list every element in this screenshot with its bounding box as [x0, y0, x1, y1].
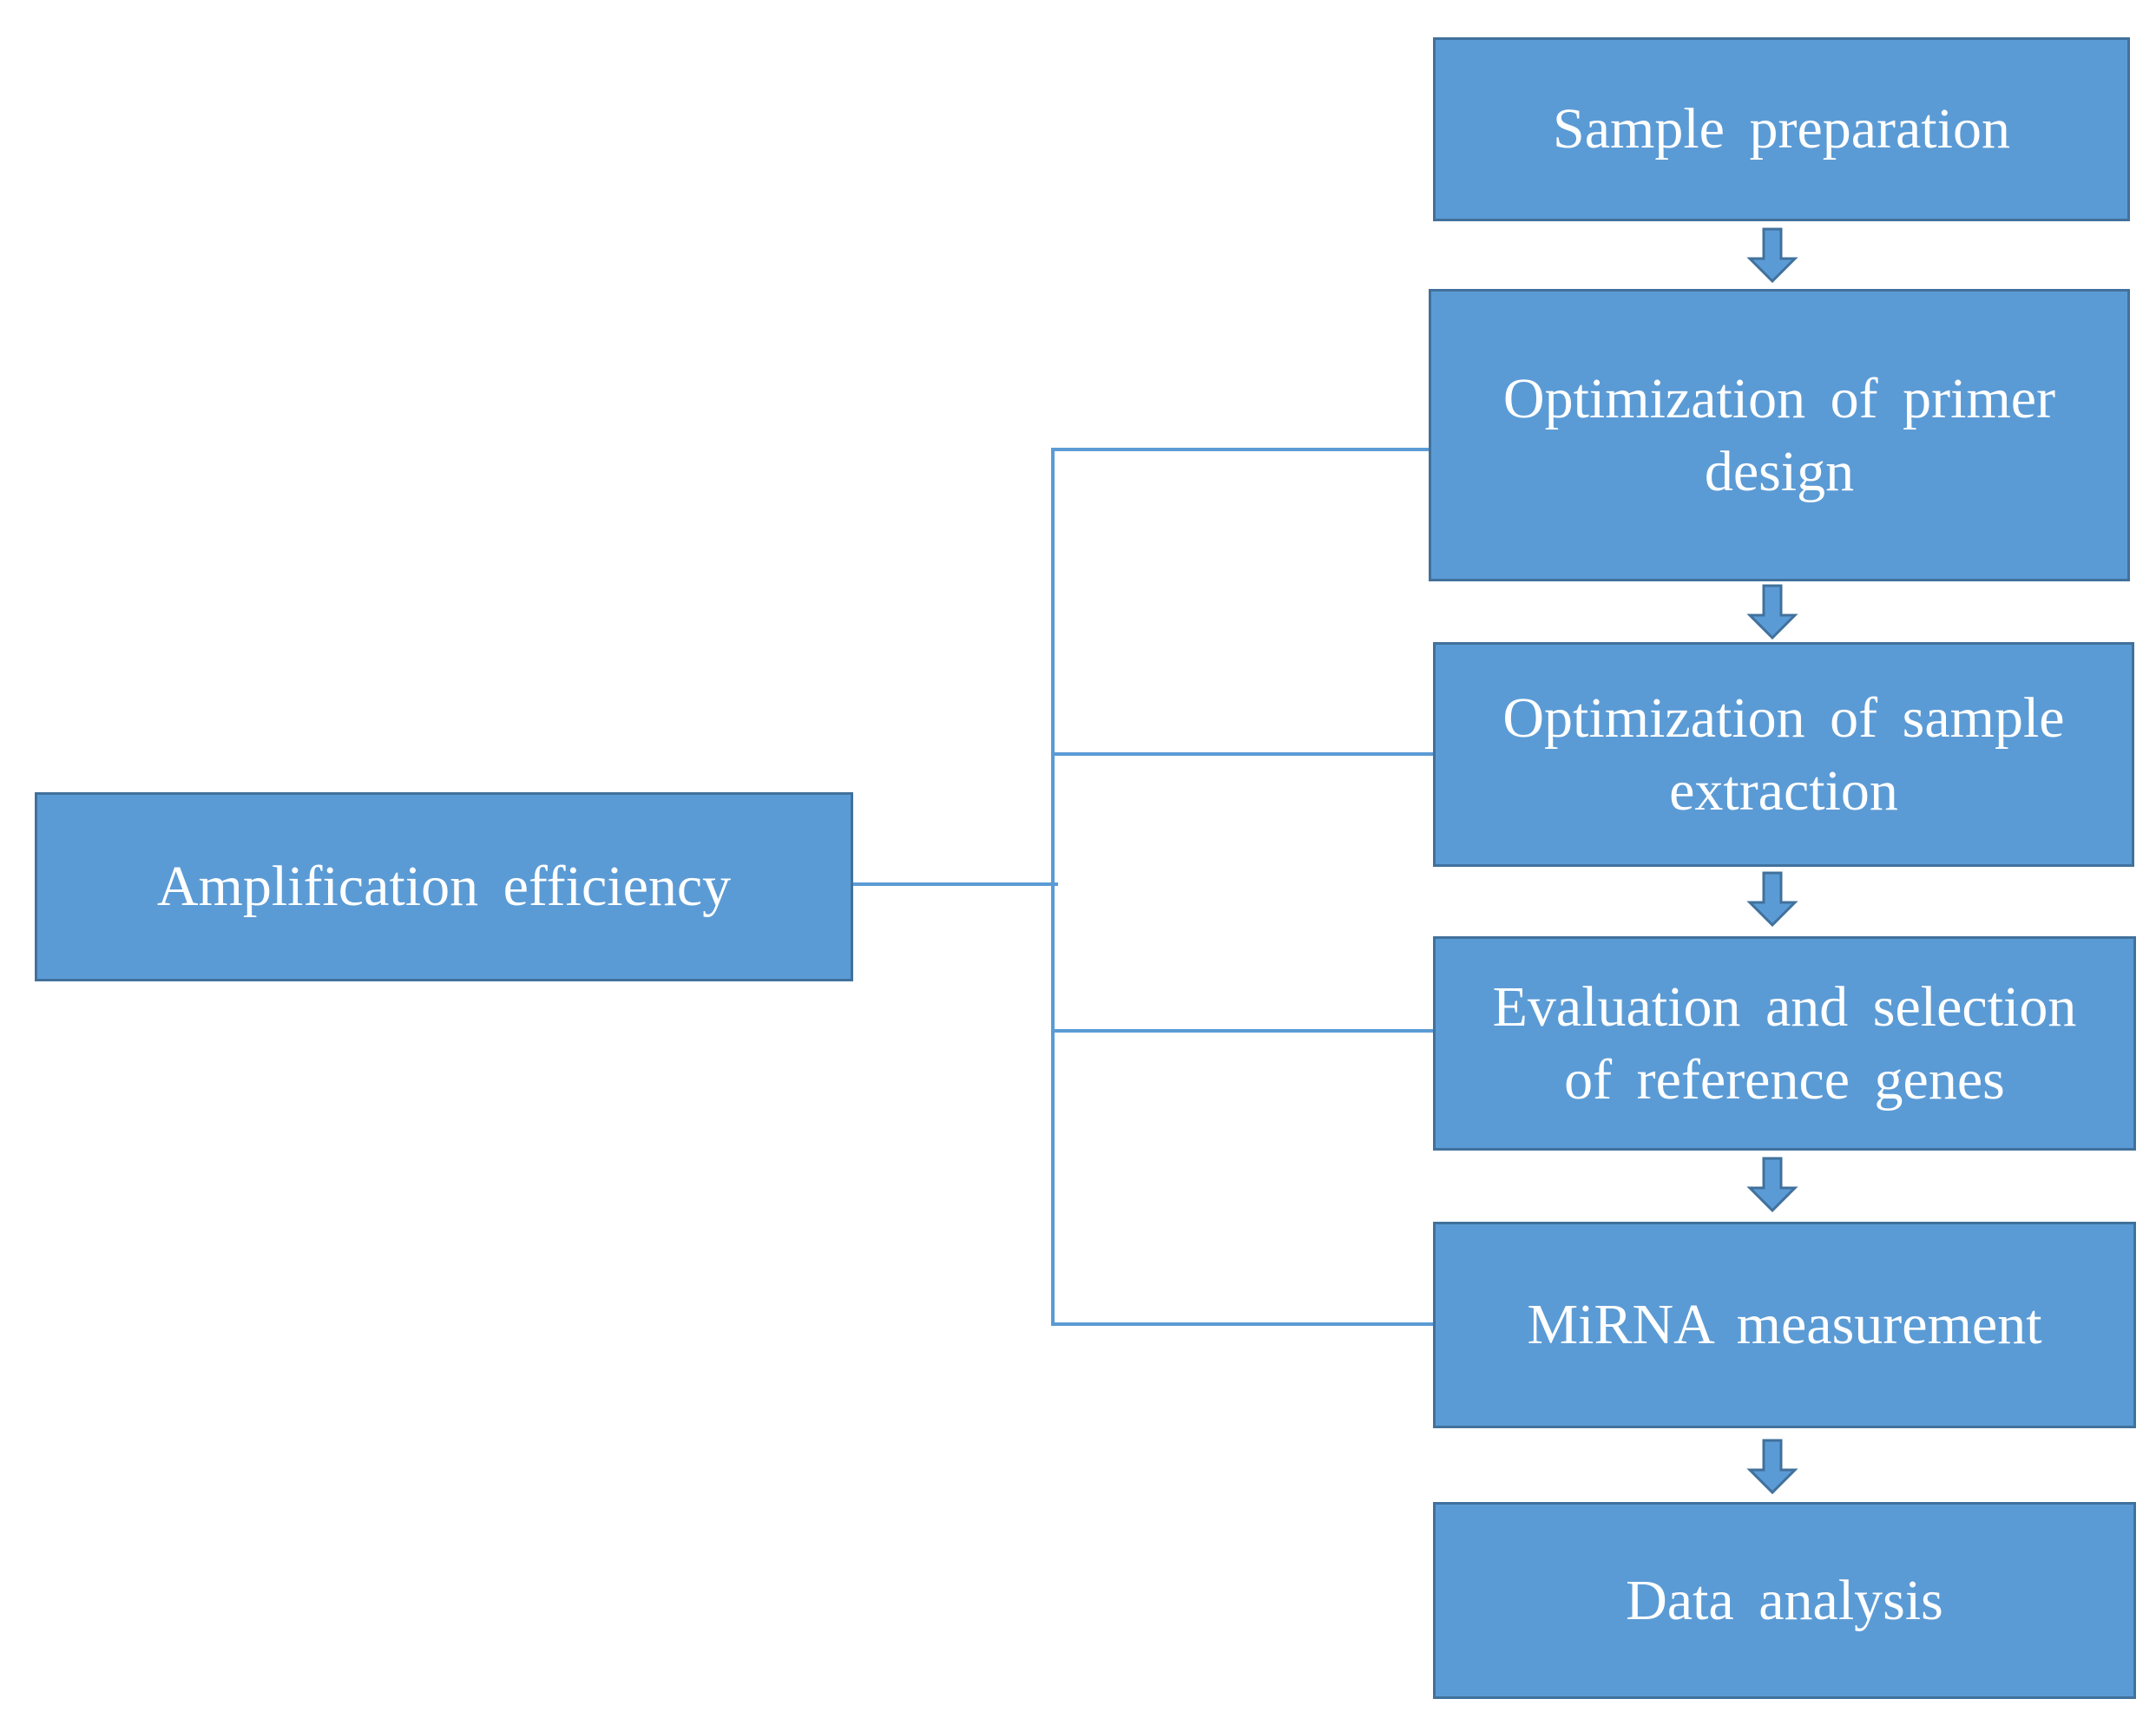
step-label: Evaluation and selection of reference ge…: [1492, 974, 2077, 1112]
down-arrow-icon: [1746, 1157, 1798, 1212]
step-box-sample-preparation: Sample preparation: [1433, 37, 2130, 221]
step-label: Optimization of sample extraction: [1502, 685, 2065, 823]
amplification-efficiency-label: Amplification efficiency: [156, 855, 732, 919]
connector-branch-primer-design: [1051, 448, 1430, 451]
step-label: MiRNA measurement: [1527, 1293, 2042, 1357]
down-arrow-icon: [1746, 871, 1798, 927]
amplification-efficiency-box: Amplification efficiency: [35, 792, 853, 981]
connector-source-stem: [853, 882, 1058, 886]
step-box-reference-genes: Evaluation and selection of reference ge…: [1433, 936, 2136, 1151]
connector-branch-reference-genes: [1051, 1029, 1433, 1033]
step-label: Sample preparation: [1553, 97, 2010, 161]
connector-branch-sample-extraction: [1051, 752, 1433, 756]
down-arrow-icon: [1746, 1439, 1798, 1494]
step-box-sample-extraction: Optimization of sample extraction: [1433, 642, 2134, 867]
step-label: Optimization of primer design: [1502, 366, 2056, 503]
down-arrow-icon: [1746, 584, 1798, 639]
step-box-mirna-measurement: MiRNA measurement: [1433, 1222, 2136, 1428]
step-box-primer-design: Optimization of primer design: [1429, 289, 2130, 581]
connector-branch-mirna-measurement: [1051, 1322, 1433, 1326]
connector-vertical-spine: [1051, 448, 1055, 1326]
step-box-data-analysis: Data analysis: [1433, 1502, 2136, 1699]
down-arrow-icon: [1746, 227, 1798, 283]
step-label: Data analysis: [1626, 1568, 1943, 1632]
